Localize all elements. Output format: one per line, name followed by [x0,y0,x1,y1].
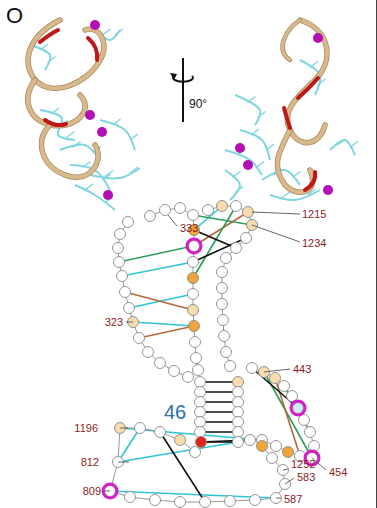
residue-number: 1234 [302,238,326,249]
secondary-structure [103,201,326,508]
residue-number: 812 [81,457,99,468]
residue-number: 323 [105,317,123,328]
residue-number: 454 [329,467,347,478]
residue-number: 587 [284,494,302,505]
rotation-angle: 90° [189,98,207,110]
residue-number: 333 [180,223,198,234]
residue-number: 583 [297,472,315,483]
residue-number: 443 [293,364,311,375]
panel-letter: O [6,5,23,27]
residue-number: 809 [83,486,101,497]
residue-number: 1196 [74,423,98,434]
helix-number: 46 [164,402,186,422]
tertiary-structure [28,20,358,210]
residue-number: 1215 [302,209,326,220]
residue-number: 1252 [291,459,315,470]
rotation-symbol [170,58,193,122]
